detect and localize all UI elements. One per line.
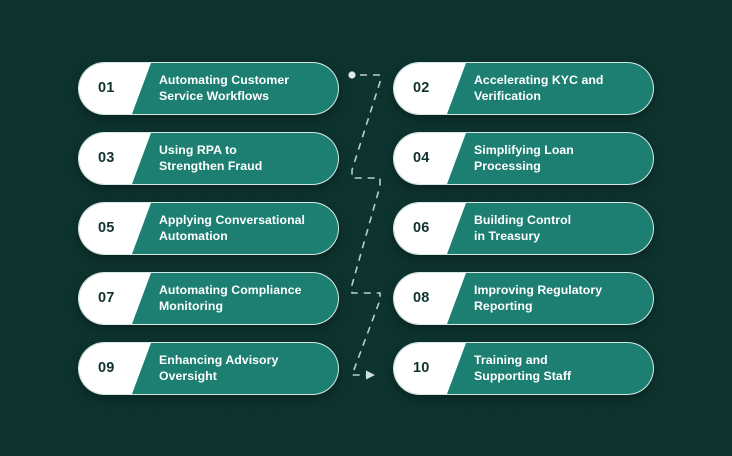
step-number-badge: 10 [394, 343, 466, 394]
step-text-area: Automating Compliance Monitoring [151, 273, 338, 324]
step-pill-04[interactable]: 04 Simplifying Loan Processing [393, 132, 654, 185]
step-title-label: Simplifying Loan Processing [474, 143, 574, 173]
step-number-badge: 09 [79, 343, 151, 394]
step-number-label: 08 [413, 290, 430, 307]
step-title-label: Automating Customer Service Workflows [159, 73, 290, 103]
step-number-label: 04 [413, 150, 430, 167]
step-pill-05[interactable]: 05 Applying Conversational Automation [78, 202, 339, 255]
step-text-area: Accelerating KYC and Verification [466, 63, 653, 114]
step-pill-03[interactable]: 03 Using RPA to Strengthen Fraud [78, 132, 339, 185]
step-text-area: Enhancing Advisory Oversight [151, 343, 338, 394]
step-title-label: Automating Compliance Monitoring [159, 283, 302, 313]
step-number-label: 07 [98, 290, 115, 307]
step-text-area: Using RPA to Strengthen Fraud [151, 133, 338, 184]
connector-path [350, 74, 381, 376]
step-number-badge: 05 [79, 203, 151, 254]
step-title-label: Applying Conversational Automation [159, 213, 305, 243]
step-text-area: Training and Supporting Staff [466, 343, 653, 394]
step-pill-06[interactable]: 06 Building Control in Treasury [393, 202, 654, 255]
step-number-badge: 02 [394, 63, 466, 114]
step-number-badge: 03 [79, 133, 151, 184]
step-pill-07[interactable]: 07 Automating Compliance Monitoring [78, 272, 339, 325]
step-text-area: Automating Customer Service Workflows [151, 63, 338, 114]
step-number-badge: 04 [394, 133, 466, 184]
step-pill-08[interactable]: 08 Improving Regulatory Reporting [393, 272, 654, 325]
step-number-label: 05 [98, 220, 115, 237]
step-pill-10[interactable]: 10 Training and Supporting Staff [393, 342, 654, 395]
step-number-badge: 08 [394, 273, 466, 324]
step-number-label: 03 [98, 150, 115, 167]
step-text-area: Applying Conversational Automation [151, 203, 338, 254]
step-text-area: Building Control in Treasury [466, 203, 653, 254]
connector-dot-marker [348, 71, 356, 79]
step-pill-02[interactable]: 02 Accelerating KYC and Verification [393, 62, 654, 115]
step-pill-01[interactable]: 01 Automating Customer Service Workflows [78, 62, 339, 115]
step-number-badge: 01 [79, 63, 151, 114]
step-number-badge: 07 [79, 273, 151, 324]
step-title-label: Using RPA to Strengthen Fraud [159, 143, 263, 173]
step-text-area: Simplifying Loan Processing [466, 133, 653, 184]
step-title-label: Building Control in Treasury [474, 213, 572, 243]
connector-arrow-marker [366, 370, 375, 380]
step-number-label: 09 [98, 360, 115, 377]
step-number-label: 10 [413, 360, 430, 377]
step-pill-09[interactable]: 09 Enhancing Advisory Oversight [78, 342, 339, 395]
step-number-label: 02 [413, 80, 430, 97]
step-title-label: Training and Supporting Staff [474, 353, 572, 383]
step-text-area: Improving Regulatory Reporting [466, 273, 653, 324]
step-number-badge: 06 [394, 203, 466, 254]
step-title-label: Enhancing Advisory Oversight [159, 353, 279, 383]
step-number-label: 06 [413, 220, 430, 237]
step-number-label: 01 [98, 80, 115, 97]
step-title-label: Accelerating KYC and Verification [474, 73, 604, 103]
step-title-label: Improving Regulatory Reporting [474, 283, 603, 313]
